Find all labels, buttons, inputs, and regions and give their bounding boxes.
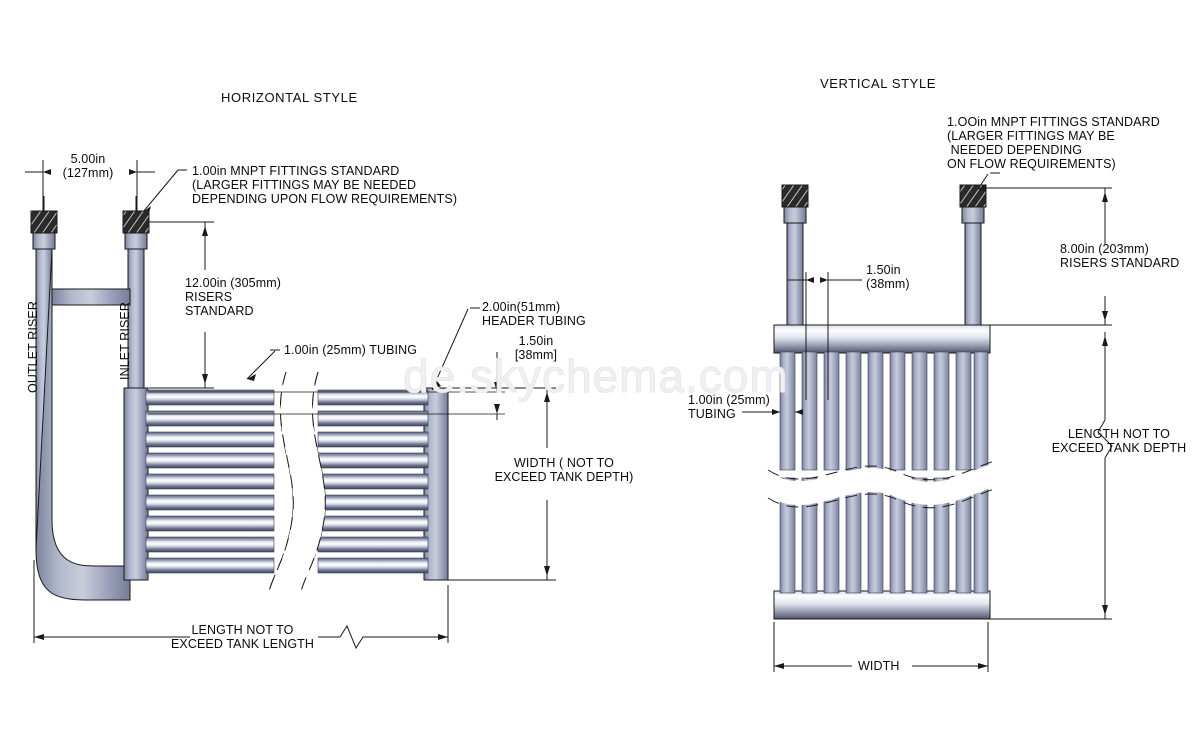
dim-tube-pitch-horizontal: 1.50in [38mm] xyxy=(514,334,558,362)
note-tubing-vertical: 1.00in (25mm) TUBING xyxy=(688,393,770,421)
dim-length-vertical: LENGTH NOT TO EXCEED TANK DEPTH xyxy=(1051,427,1187,455)
dim-tube-pitch-vertical: 1.50in (38mm) xyxy=(866,263,910,291)
dim-risers-standard-vertical: 8.00in (203mm) RISERS STANDARD xyxy=(1060,242,1180,270)
dim-width-horizontal: WIDTH ( NOT TO EXCEED TANK DEPTH) xyxy=(494,456,634,484)
horizontal-style-title: HORIZONTAL STYLE xyxy=(221,90,358,105)
watermark-text: de.skychema.com xyxy=(403,350,789,403)
label-inlet-riser: INLET RISER xyxy=(118,302,132,380)
note-mnpt-fittings-horizontal: 1.00in MNPT FITTINGS STANDARD (LARGER FI… xyxy=(192,164,458,206)
label-outlet-riser: OUTLET RISER xyxy=(26,301,40,393)
dim-risers-standard-horizontal: 12.00in (305mm) RISERS STANDARD xyxy=(185,276,281,318)
note-mnpt-fittings-vertical: 1.OOin MNPT FITTINGS STANDARD (LARGER FI… xyxy=(947,115,1160,171)
note-tubing-horizontal: 1.00in (25mm) TUBING xyxy=(284,343,418,357)
dim-width-vertical: WIDTH xyxy=(858,659,900,673)
vertical-style-title: VERTICAL STYLE xyxy=(820,76,937,91)
dim-riser-spacing-label: 5.00in (127mm) xyxy=(62,152,114,180)
dim-length-horizontal: LENGTH NOT TO EXCEED TANK LENGTH xyxy=(170,623,315,651)
note-header-tubing: 2.00in(51mm) HEADER TUBING xyxy=(482,300,586,328)
